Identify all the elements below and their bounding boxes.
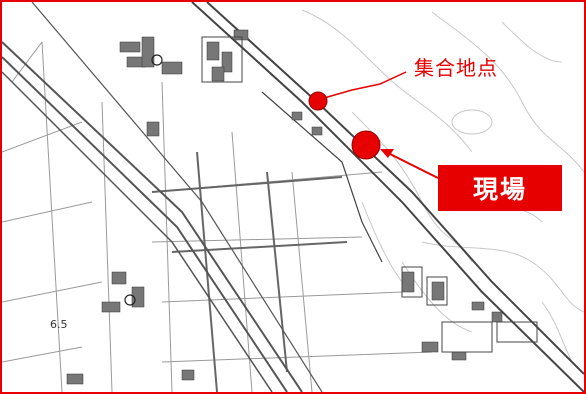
facility-symbols — [124, 54, 163, 306]
spot-height-label: 6.5 — [50, 318, 68, 331]
assembly-point-label: 集合地点 — [414, 56, 498, 80]
site-marker[interactable] — [351, 130, 381, 160]
site-arrow — [380, 149, 439, 179]
assembly-leader-line — [323, 71, 407, 99]
highway — [2, 2, 323, 392]
assembly-point-marker[interactable] — [308, 91, 328, 111]
field-boundaries — [2, 41, 433, 392]
site-label: 現場 — [438, 165, 562, 211]
coastal-road — [191, 2, 584, 392]
buildings — [66, 29, 503, 385]
